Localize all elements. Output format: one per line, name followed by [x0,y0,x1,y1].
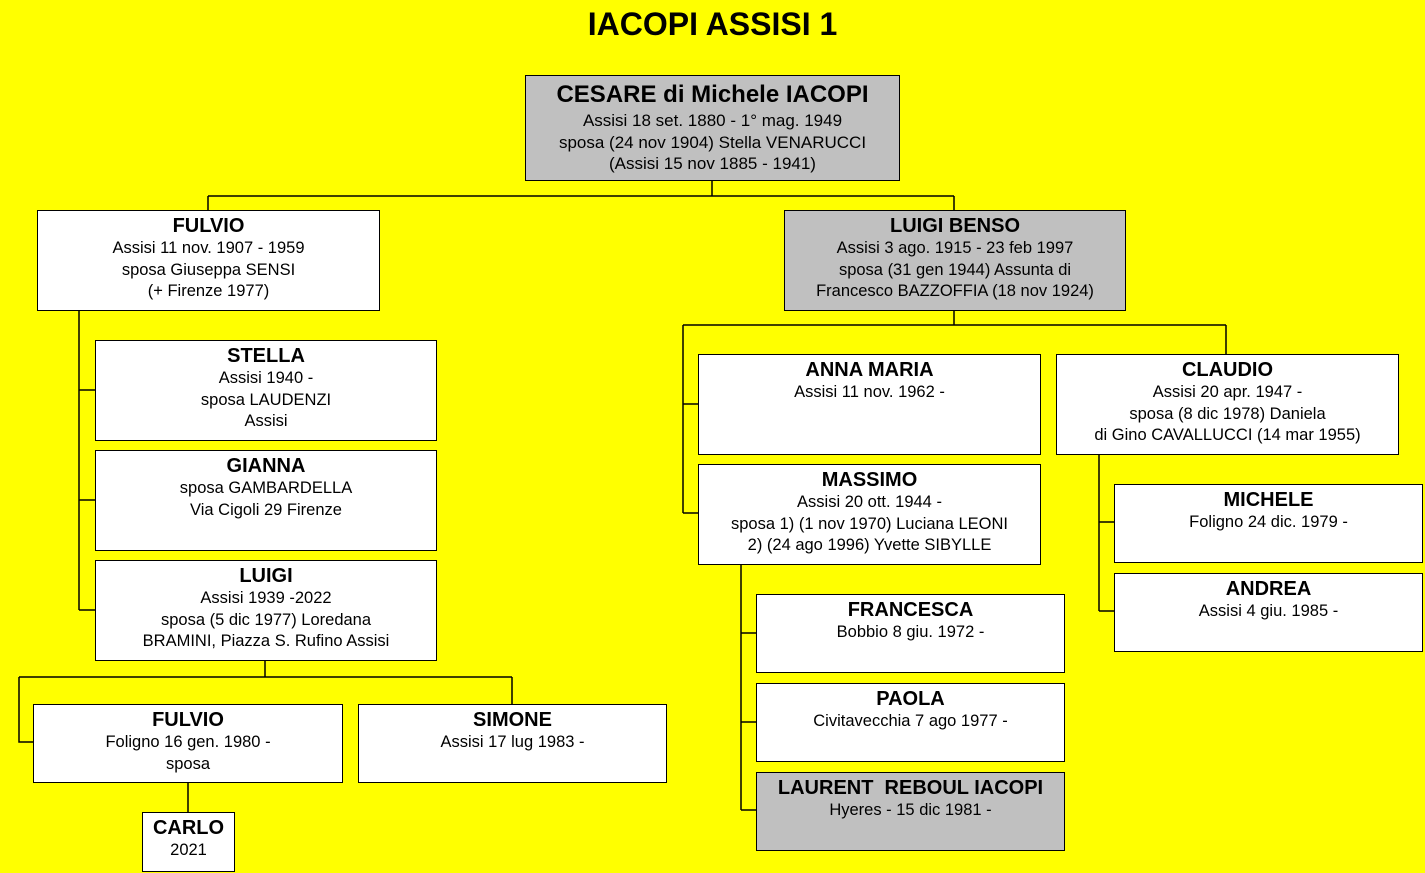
person-name: LUIGI [239,565,293,587]
person-name: STELLA [227,345,305,367]
person-name: PAOLA [876,688,945,710]
person-detail: BRAMINI, Piazza S. Rufino Assisi [142,632,390,650]
person-name: LUIGI BENSO [889,215,1020,237]
person-name: FRANCESCA [847,599,974,621]
person-box-carlo[interactable]: CARLO 2021 [142,812,235,872]
person-box-luigi-benso[interactable]: LUIGI BENSO Assisi 3 ago. 1915 - 23 feb … [784,210,1126,311]
person-detail: Assisi 20 apr. 1947 - [1152,383,1303,401]
person-name: ANDREA [1225,578,1312,600]
person-box-fulvio[interactable]: FULVIO Assisi 11 nov. 1907 - 1959 sposa … [37,210,380,311]
person-detail: (+ Firenze 1977) [147,282,270,300]
person-detail: sposa Giuseppa SENSI [121,260,296,279]
person-detail: Assisi 1939 -2022 [200,589,332,607]
person-detail: sposa [165,754,211,773]
person-detail: Assisi 20 ott. 1944 - [797,493,942,511]
person-detail: Assisi 3 ago. 1915 - 23 feb 1997 [836,239,1074,257]
person-detail: 2) (24 ago 1996) Yvette SIBYLLE [747,536,992,554]
person-name: CARLO [152,817,225,839]
person-detail: Assisi 4 giu. 1985 - [1198,602,1339,620]
person-detail: Civitavecchia 7 ago 1977 - [813,712,1008,730]
person-detail: Bobbio 8 giu. 1972 - [836,623,985,641]
person-detail: sposa (8 dic 1978) Daniela [1129,404,1326,423]
person-box-claudio[interactable]: CLAUDIO Assisi 20 apr. 1947 - sposa (8 d… [1056,354,1399,455]
person-name: GIANNA [226,455,306,477]
person-detail: sposa (31 gen 1944) Assunta di [838,260,1072,279]
person-box-michele[interactable]: MICHELE Foligno 24 dic. 1979 - [1114,484,1423,563]
person-detail: Assisi 11 nov. 1962 - [794,383,945,401]
person-name: FULVIO [172,215,245,237]
person-detail: Foligno 24 dic. 1979 - [1189,513,1348,531]
person-box-fulvio-2[interactable]: FULVIO Foligno 16 gen. 1980 - sposa [33,704,343,783]
person-detail: sposa GAMBARDELLA [179,479,353,497]
person-name: ANNA MARIA [805,359,934,381]
person-box-cesare[interactable]: CESARE di Michele IACOPI Assisi 18 set. … [525,75,900,181]
person-box-gianna[interactable]: GIANNA sposa GAMBARDELLA Via Cigoli 29 F… [95,450,437,551]
person-name: CESARE di Michele IACOPI [556,81,869,108]
person-box-simone[interactable]: SIMONE Assisi 17 lug 1983 - [358,704,667,783]
person-detail: Hyeres - 15 dic 1981 - [829,801,992,819]
person-detail: sposa LAUDENZI [200,390,332,409]
person-name: SIMONE [473,709,552,731]
person-detail: sposa 1) (1 nov 1970) Luciana LEONI [731,514,1008,533]
person-detail: di Gino CAVALLUCCI (14 mar 1955) [1094,426,1361,444]
person-detail: Assisi [244,412,288,430]
person-detail: (Assisi 15 nov 1885 - 1941) [609,154,816,173]
person-box-laurent[interactable]: LAURENT REBOUL IACOPI Hyeres - 15 dic 19… [756,772,1065,851]
person-name: FULVIO [152,709,224,731]
person-box-massimo[interactable]: MASSIMO Assisi 20 ott. 1944 - sposa 1) (… [698,464,1041,565]
person-name: CLAUDIO [1181,359,1274,381]
person-detail: sposa (24 nov 1904) Stella VENARUCCI [558,132,867,152]
person-box-stella[interactable]: STELLA Assisi 1940 - sposa LAUDENZI Assi… [95,340,437,441]
person-box-andrea[interactable]: ANDREA Assisi 4 giu. 1985 - [1114,573,1423,652]
person-box-anna-maria[interactable]: ANNA MARIA Assisi 11 nov. 1962 - [698,354,1041,455]
person-detail: Assisi 11 nov. 1907 - 1959 [112,239,305,257]
person-box-luigi[interactable]: LUIGI Assisi 1939 -2022 sposa (5 dic 197… [95,560,437,661]
person-box-paola[interactable]: PAOLA Civitavecchia 7 ago 1977 - [756,683,1065,762]
person-name: MASSIMO [821,469,918,491]
chart-title: IACOPI ASSISI 1 [587,6,838,42]
person-detail: 2021 [170,841,207,859]
person-detail: Assisi 18 set. 1880 - 1° mag. 1949 [582,111,843,130]
person-detail: sposa (5 dic 1977) Loredana [160,610,372,629]
person-name: MICHELE [1223,489,1314,511]
person-detail: Assisi 1940 - [218,369,314,387]
person-detail: Foligno 16 gen. 1980 - [105,733,271,751]
person-detail: Francesco BAZZOFFIA (18 nov 1924) [816,282,1094,300]
person-name: LAURENT REBOUL IACOPI [777,777,1044,799]
person-box-francesca[interactable]: FRANCESCA Bobbio 8 giu. 1972 - [756,594,1065,673]
person-detail: Via Cigoli 29 Firenze [190,500,342,519]
person-detail: Assisi 17 lug 1983 - [440,733,585,751]
